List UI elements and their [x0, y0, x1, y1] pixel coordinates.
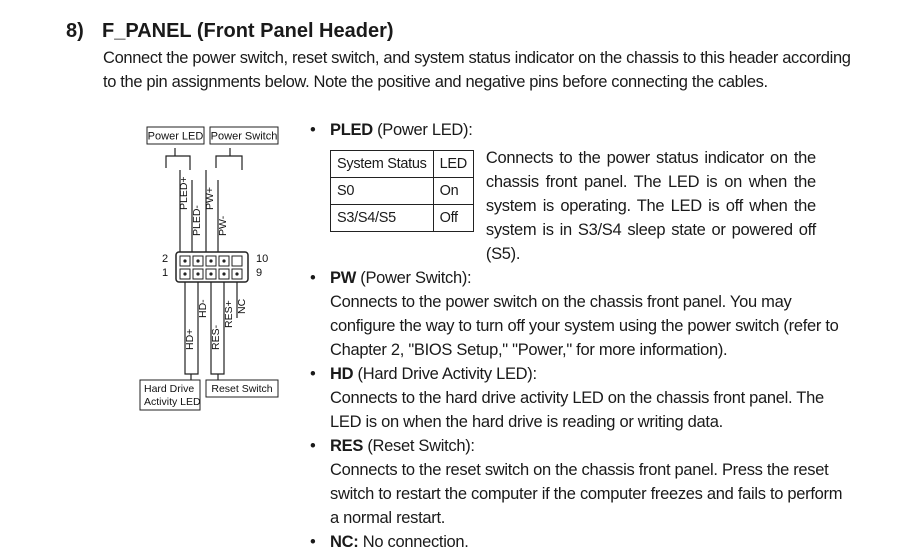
pin-definitions: • PLED (Power LED): System Status LED S0…: [310, 118, 855, 554]
table-row: S0 On: [330, 177, 474, 205]
res-item: • RES (Reset Switch):: [310, 434, 855, 458]
hd-plus-label: HD+: [184, 329, 196, 350]
table-cell: On: [432, 177, 474, 205]
pw-item: • PW (Power Switch):: [310, 266, 855, 290]
pin-1-label: 1: [162, 267, 168, 279]
nc-label: NC: [236, 298, 248, 314]
pled-name: PLED: [330, 121, 373, 139]
pw-bracket: [215, 148, 243, 170]
res-label: (Reset Switch):: [363, 437, 475, 455]
pled-item: • PLED (Power LED):: [310, 118, 855, 142]
hard-drive-label-line2: Activity LED: [144, 396, 201, 408]
pled-bracket: [165, 148, 191, 170]
pw-plus-label: PW+: [204, 187, 216, 210]
hd-item: • HD (Hard Drive Activity LED):: [310, 362, 855, 386]
pw-minus-label: PW-: [217, 215, 229, 236]
power-switch-label-box: [209, 126, 279, 145]
table-row: S3/S4/S5 Off: [330, 204, 474, 232]
power-led-label: Power LED: [148, 131, 204, 143]
hard-drive-label-box: [139, 379, 201, 411]
bullet-dot: •: [310, 437, 316, 455]
pin-2-label: 2: [162, 253, 168, 265]
f-panel-pin-diagram: Power LED Power Switch PLED+ PLED- PW+ P…: [130, 118, 300, 418]
section-heading: 8) F_PANEL (Front Panel Header): [66, 20, 394, 43]
bullet-dot: •: [310, 269, 316, 287]
pin-10-label: 10: [256, 253, 268, 265]
section-title: F_PANEL (Front Panel Header): [102, 20, 394, 42]
res-minus-label: RES-: [210, 324, 222, 350]
intro-paragraph: Connect the power switch, reset switch, …: [103, 49, 851, 91]
pled-detail: System Status LED S0 On S3/S4/S5 Off Con…: [330, 146, 855, 266]
power-switch-label: Power Switch: [211, 131, 278, 143]
pled-status-table: System Status LED S0 On S3/S4/S5 Off: [330, 150, 474, 232]
power-led-label-box: [146, 126, 205, 145]
nc-label-text: No connection.: [358, 533, 469, 551]
table-header-cell: System Status: [330, 150, 434, 178]
pled-label: (Power LED):: [372, 121, 473, 139]
bullet-dot: •: [310, 533, 316, 551]
section-number: 8): [66, 20, 84, 42]
bullet-dot: •: [310, 365, 316, 383]
hd-description: Connects to the hard drive activity LED …: [330, 389, 824, 431]
table-cell: S3/S4/S5: [330, 204, 434, 232]
pw-description: Connects to the power switch on the chas…: [330, 293, 839, 359]
res-bracket: [210, 354, 225, 380]
pled-minus-label: PLED-: [191, 205, 203, 236]
hd-label: (Hard Drive Activity LED):: [353, 365, 538, 383]
nc-item: • NC: No connection.: [310, 530, 855, 554]
hd-name: HD: [330, 365, 354, 383]
pw-name: PW: [330, 269, 356, 287]
hd-bracket: [184, 354, 199, 380]
pled-plus-label: PLED+: [178, 176, 190, 210]
reset-switch-label: Reset Switch: [211, 383, 272, 395]
nc-name: NC:: [330, 533, 359, 551]
table-cell: S0: [330, 177, 434, 205]
hard-drive-label-line1: Hard Drive: [144, 383, 194, 395]
table-header-cell: LED: [432, 150, 474, 178]
table-cell: Off: [432, 204, 474, 232]
reset-switch-label-box: [205, 379, 279, 398]
bullet-dot: •: [310, 121, 316, 139]
res-description: Connects to the reset switch on the chas…: [330, 461, 843, 527]
res-plus-label: RES+: [223, 300, 235, 328]
table-header-row: System Status LED: [330, 150, 474, 178]
res-name: RES: [330, 437, 364, 455]
hd-minus-label: HD-: [197, 299, 209, 318]
pled-description: Connects to the power status indicator o…: [485, 149, 816, 263]
pin-9-label: 9: [256, 267, 262, 279]
pw-label: (Power Switch):: [355, 269, 472, 287]
